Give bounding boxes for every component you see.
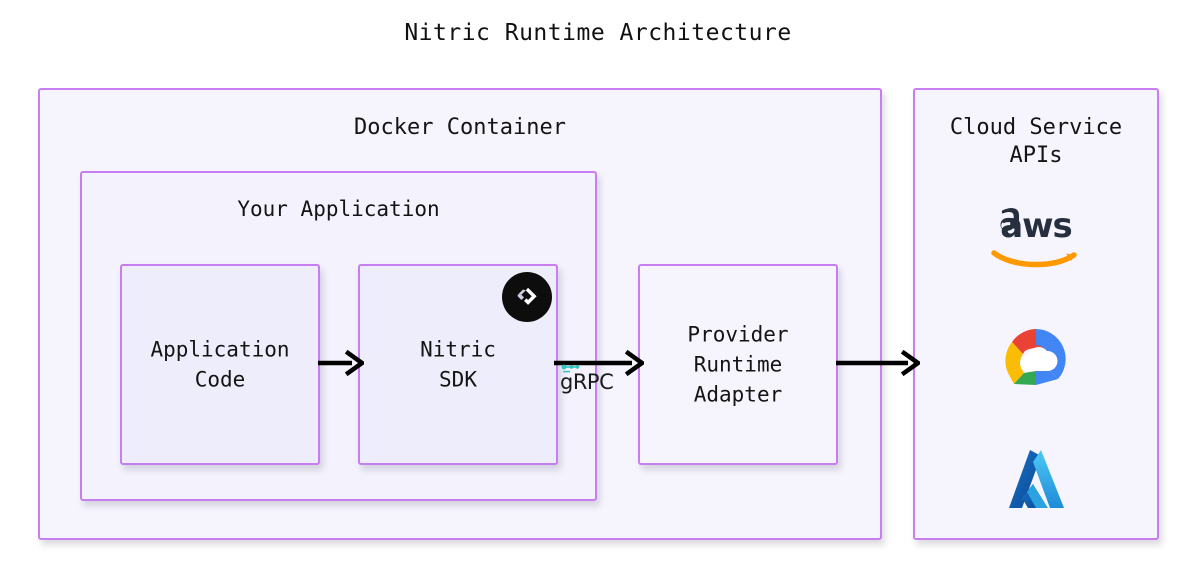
nitric-sdk-label: Nitric SDK: [420, 337, 496, 392]
cloud-service-apis-box: Cloud Service APIs aws: [913, 88, 1159, 540]
provider-runtime-adapter-node: Provider Runtime Adapter: [638, 264, 838, 465]
arrow-provider-runtime-adapter-to-cloud-service-apis: [836, 349, 920, 377]
grpc-edge-label: gRPC: [560, 363, 614, 394]
arrow-application-code-to-nitric-sdk: [318, 349, 364, 377]
azure-logo-icon: [915, 442, 1157, 522]
svg-text:aws: aws: [1000, 207, 1072, 246]
cloud-service-apis-label: Cloud Service APIs: [949, 115, 1123, 169]
application-code-node: Application Code: [120, 264, 320, 465]
arrow-nitric-sdk-to-provider-runtime-adapter: [554, 349, 644, 377]
page-title: Nitric Runtime Architecture: [404, 20, 792, 46]
grpc-logo-icon: [561, 364, 580, 373]
aws-logo-icon: aws: [915, 202, 1157, 274]
docker-container-label: Docker Container: [354, 115, 566, 140]
nitric-logo-icon: [502, 272, 552, 322]
grpc-label-text: gRPC: [560, 370, 614, 394]
provider-runtime-adapter-label: Provider Runtime Adapter: [687, 321, 789, 407]
google-cloud-logo-icon: [915, 318, 1157, 398]
application-code-label: Application Code: [150, 337, 290, 392]
your-application-label: Your Application: [237, 197, 440, 221]
